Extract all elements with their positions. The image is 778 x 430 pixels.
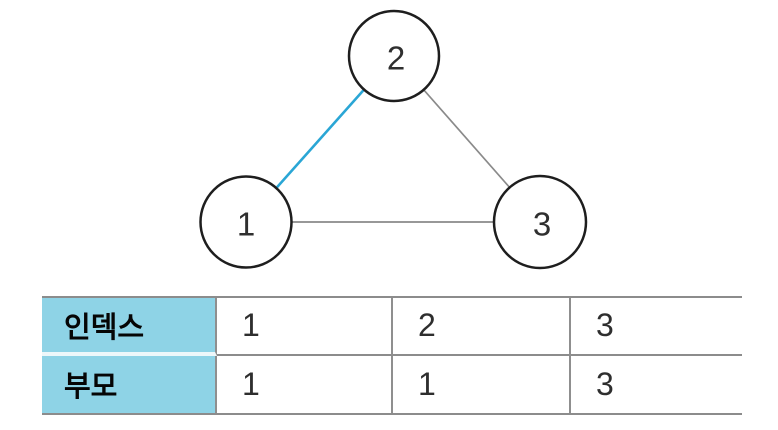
node-2-label: 2 <box>387 40 405 77</box>
table-cell-parent-1: 1 <box>217 355 393 413</box>
graph-diagram: 1 2 3 <box>199 9 588 270</box>
table-cell-index-3: 3 <box>571 298 742 356</box>
node-2-circle <box>347 9 441 103</box>
table-cell-parent-2: 1 <box>393 355 571 413</box>
graph-svg: 1 2 3 <box>199 9 588 270</box>
table-header-parent: 부모 <box>42 355 217 413</box>
table-cell-index-1: 1 <box>217 298 393 356</box>
table-header-index: 인덱스 <box>42 298 217 356</box>
node-3-label: 3 <box>533 206 551 243</box>
table-cell-index-2: 2 <box>393 298 571 356</box>
node-3-circle <box>492 174 588 270</box>
node-1-label: 1 <box>237 206 255 243</box>
index-parent-table: 인덱스 1 2 3 부모 1 1 3 <box>42 296 742 415</box>
table-cell-parent-3: 3 <box>571 355 742 413</box>
node-1-circle <box>199 175 293 269</box>
